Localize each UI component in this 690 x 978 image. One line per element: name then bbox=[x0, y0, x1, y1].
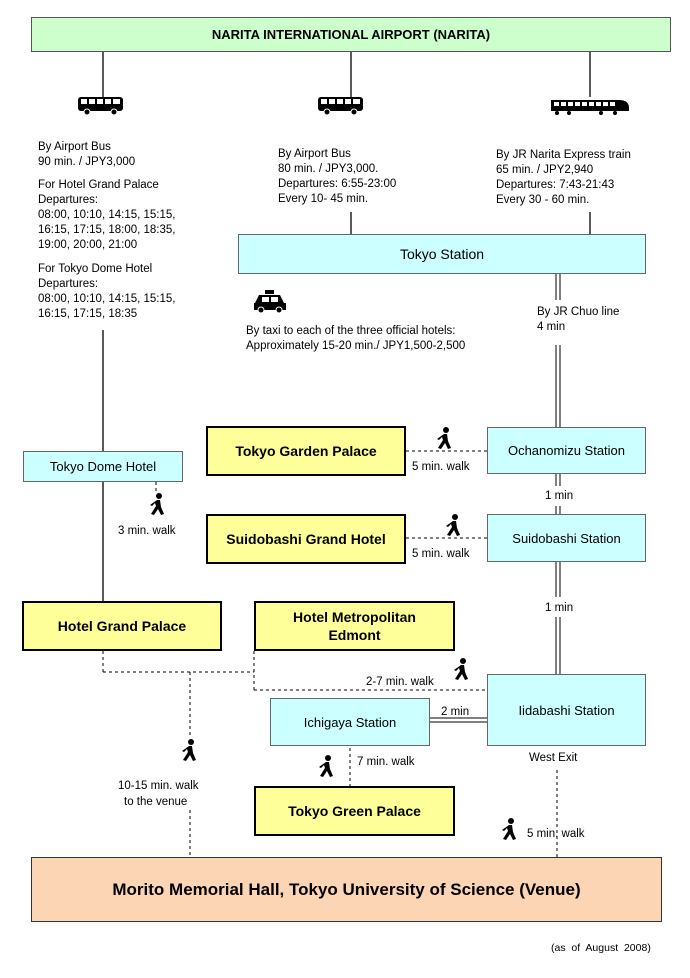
taxi-icon bbox=[254, 290, 286, 314]
west-exit-label: West Exit bbox=[529, 752, 578, 764]
dome-header: For Tokyo Dome Hotel bbox=[38, 263, 153, 275]
chuo-line-label: By JR Chuo line bbox=[537, 306, 620, 318]
walk-time: 7 min. walk bbox=[357, 756, 415, 768]
hotel-metropolitan-edmont: Hotel Metropolitan Edmont bbox=[254, 601, 455, 651]
grand-palace-header: For Hotel Grand Palace bbox=[38, 179, 159, 191]
walk-time: 2-7 min. walk bbox=[366, 676, 434, 688]
bus-icon bbox=[318, 97, 363, 116]
train-icon bbox=[551, 100, 629, 115]
walk-time: 5 min. walk bbox=[527, 828, 585, 840]
train-departures: Departures: 7:43-21:43 bbox=[496, 179, 615, 191]
chuo-line-time: 4 min bbox=[537, 321, 566, 333]
left-bus-mode: By Airport Bus bbox=[38, 141, 111, 153]
travel-time: 1 min bbox=[545, 490, 574, 502]
venue-title: Morito Memorial Hall, Tokyo University o… bbox=[112, 879, 581, 899]
walk-time: 3 min. walk bbox=[118, 525, 176, 537]
grand-palace-times: 16:15, 17:15, 18:00, 18:35, bbox=[38, 224, 176, 236]
travel-time: 1 min bbox=[545, 602, 574, 614]
hotel-name: Suidobashi Grand Hotel bbox=[226, 531, 386, 547]
station-label: Ochanomizu Station bbox=[507, 443, 626, 458]
tokyo-station: Tokyo Station bbox=[238, 234, 646, 274]
station-label: Ichigaya Station bbox=[303, 714, 397, 730]
hotel-name: Tokyo Dome Hotel bbox=[49, 459, 157, 474]
walk-time: 10-15 min. walk bbox=[118, 780, 199, 792]
grand-palace-times: 08:00, 10:10, 14:15, 15:15, bbox=[38, 209, 176, 221]
ichigaya-station: Ichigaya Station bbox=[270, 698, 430, 746]
departures-label: Departures: bbox=[38, 278, 99, 290]
airport-header: NARITA INTERNATIONAL AIRPORT (NARITA) bbox=[31, 17, 671, 52]
walk-destination: to the venue bbox=[124, 796, 188, 808]
hotel-tokyo-garden-palace: Tokyo Garden Palace bbox=[206, 426, 406, 476]
pedestrian-icon bbox=[454, 658, 468, 680]
pedestrian-icon bbox=[319, 755, 333, 777]
pedestrian-icon bbox=[446, 514, 460, 536]
bus-icon bbox=[78, 97, 123, 116]
dome-times: 08:00, 10:10, 14:15, 15:15, bbox=[38, 293, 176, 305]
travel-time: 2 min bbox=[441, 706, 470, 718]
train-time: 65 min. / JPY2,940 bbox=[496, 164, 594, 176]
suidobashi-station: Suidobashi Station bbox=[487, 514, 646, 562]
hotel-name: Hotel Metropolitan bbox=[293, 609, 416, 625]
pedestrian-icon bbox=[150, 493, 164, 515]
train-frequency: Every 30 - 60 min. bbox=[496, 194, 590, 206]
hotel-name: Hotel Grand Palace bbox=[57, 618, 187, 634]
ochanomizu-station: Ochanomizu Station bbox=[487, 427, 646, 474]
walk-time: 5 min. walk bbox=[412, 548, 470, 560]
grand-palace-times: 19:00, 20:00, 21:00 bbox=[38, 239, 138, 251]
airport-title: NARITA INTERNATIONAL AIRPORT (NARITA) bbox=[211, 27, 491, 42]
taxi-line1: By taxi to each of the three official ho… bbox=[246, 325, 456, 337]
hotel-suidobashi-grand: Suidobashi Grand Hotel bbox=[206, 514, 406, 564]
hotel-tokyo-green-palace: Tokyo Green Palace bbox=[254, 786, 455, 836]
station-label: Iidabashi Station bbox=[518, 702, 615, 718]
train-mode: By JR Narita Express train bbox=[496, 149, 631, 161]
pedestrian-icon bbox=[502, 818, 516, 840]
footnote: (as of August 2008) bbox=[551, 942, 651, 954]
mid-bus-mode: By Airport Bus bbox=[278, 148, 351, 160]
station-label: Suidobashi Station bbox=[512, 530, 621, 546]
mid-bus-time: 80 min. / JPY3,000. bbox=[278, 163, 379, 175]
hotel-name: Tokyo Green Palace bbox=[288, 803, 421, 819]
pedestrian-icon bbox=[437, 427, 451, 449]
venue-box: Morito Memorial Hall, Tokyo University o… bbox=[31, 857, 662, 922]
taxi-line2: Approximately 15-20 min./ JPY1,500-2,500 bbox=[246, 340, 466, 352]
mid-bus-departures: Departures: 6:55-23:00 bbox=[278, 178, 397, 190]
departures-label: Departures: bbox=[38, 194, 99, 206]
hotel-name: Tokyo Garden Palace bbox=[235, 443, 377, 459]
hotel-grand-palace: Hotel Grand Palace bbox=[22, 601, 222, 651]
tokyo-station-label: Tokyo Station bbox=[399, 246, 485, 262]
tokyo-dome-hotel: Tokyo Dome Hotel bbox=[23, 451, 183, 482]
pedestrian-icon bbox=[182, 739, 196, 761]
walk-time: 5 min. walk bbox=[412, 461, 470, 473]
dome-times: 16:15, 17:15, 18:35 bbox=[38, 308, 138, 320]
iidabashi-station: Iidabashi Station bbox=[487, 674, 646, 746]
hotel-name: Edmont bbox=[328, 627, 381, 643]
left-bus-time: 90 min. / JPY3,000 bbox=[38, 156, 136, 168]
mid-bus-frequency: Every 10- 45 min. bbox=[278, 193, 369, 205]
